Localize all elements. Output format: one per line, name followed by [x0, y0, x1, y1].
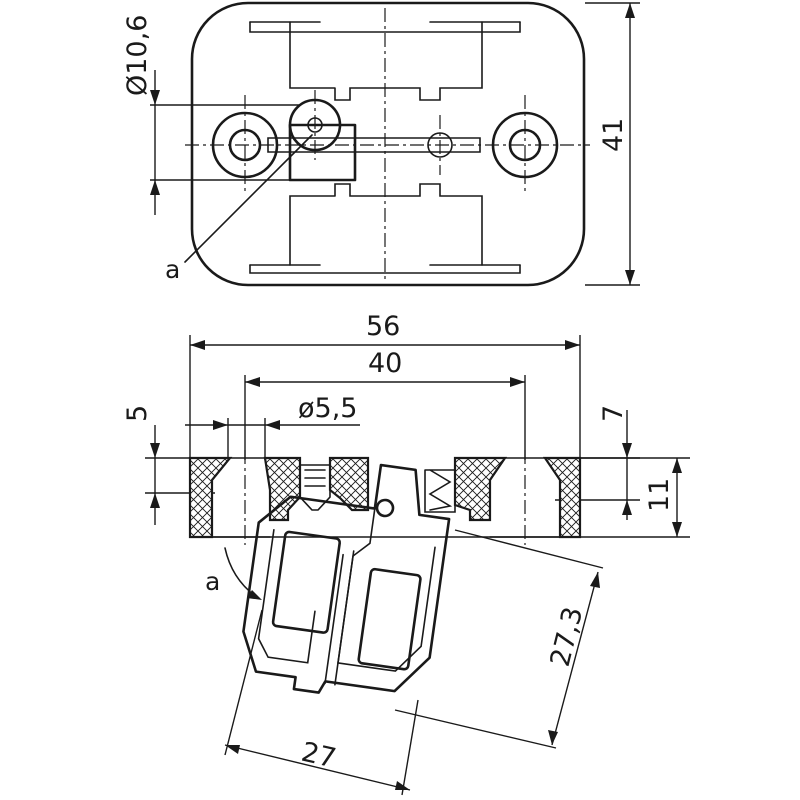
- lever-center-rib: [324, 550, 355, 686]
- lever-window-left: [271, 530, 342, 634]
- base-plate-outline: [190, 1, 586, 287]
- dim-diameter-hole: ø5,5: [298, 393, 357, 424]
- base-section-right-mid: [453, 456, 508, 522]
- lever-body: [288, 123, 357, 182]
- base-section-right: [542, 456, 582, 539]
- screw: [299, 464, 331, 511]
- dim-lever-length: 27,3: [545, 604, 590, 670]
- upper-clip: [249, 21, 521, 101]
- dim-lever-width: 27: [298, 737, 338, 775]
- spring: [424, 469, 456, 513]
- lever-inner-outline: [257, 507, 436, 672]
- section-view: 56 40 ø5,5 5 7 11: [122, 311, 690, 796]
- dim-diameter-bolt-circle: Ø10,6: [122, 15, 153, 96]
- lever-pivot-hole: [375, 498, 395, 518]
- label-pivot-top: a: [165, 255, 180, 284]
- dim-thickness: 11: [644, 478, 675, 512]
- top-view: Ø10,6 41 a: [122, 1, 640, 287]
- label-pivot-bottom: a: [205, 567, 220, 596]
- lever-window-right: [357, 567, 422, 671]
- lever-outline: [242, 463, 451, 694]
- dim-height-top: 41: [598, 118, 629, 152]
- dim-width-total: 56: [366, 311, 400, 342]
- base-section-left: [188, 456, 233, 539]
- dim-hole-spacing: 40: [368, 348, 402, 379]
- left-hole-profile: [211, 457, 271, 538]
- screw-thread: [304, 469, 326, 487]
- lever: [242, 463, 451, 694]
- dim-depth-left: 5: [122, 405, 153, 422]
- slider-bar: [267, 137, 481, 153]
- dim-depth-right: 7: [598, 405, 629, 422]
- lower-clip: [249, 183, 521, 274]
